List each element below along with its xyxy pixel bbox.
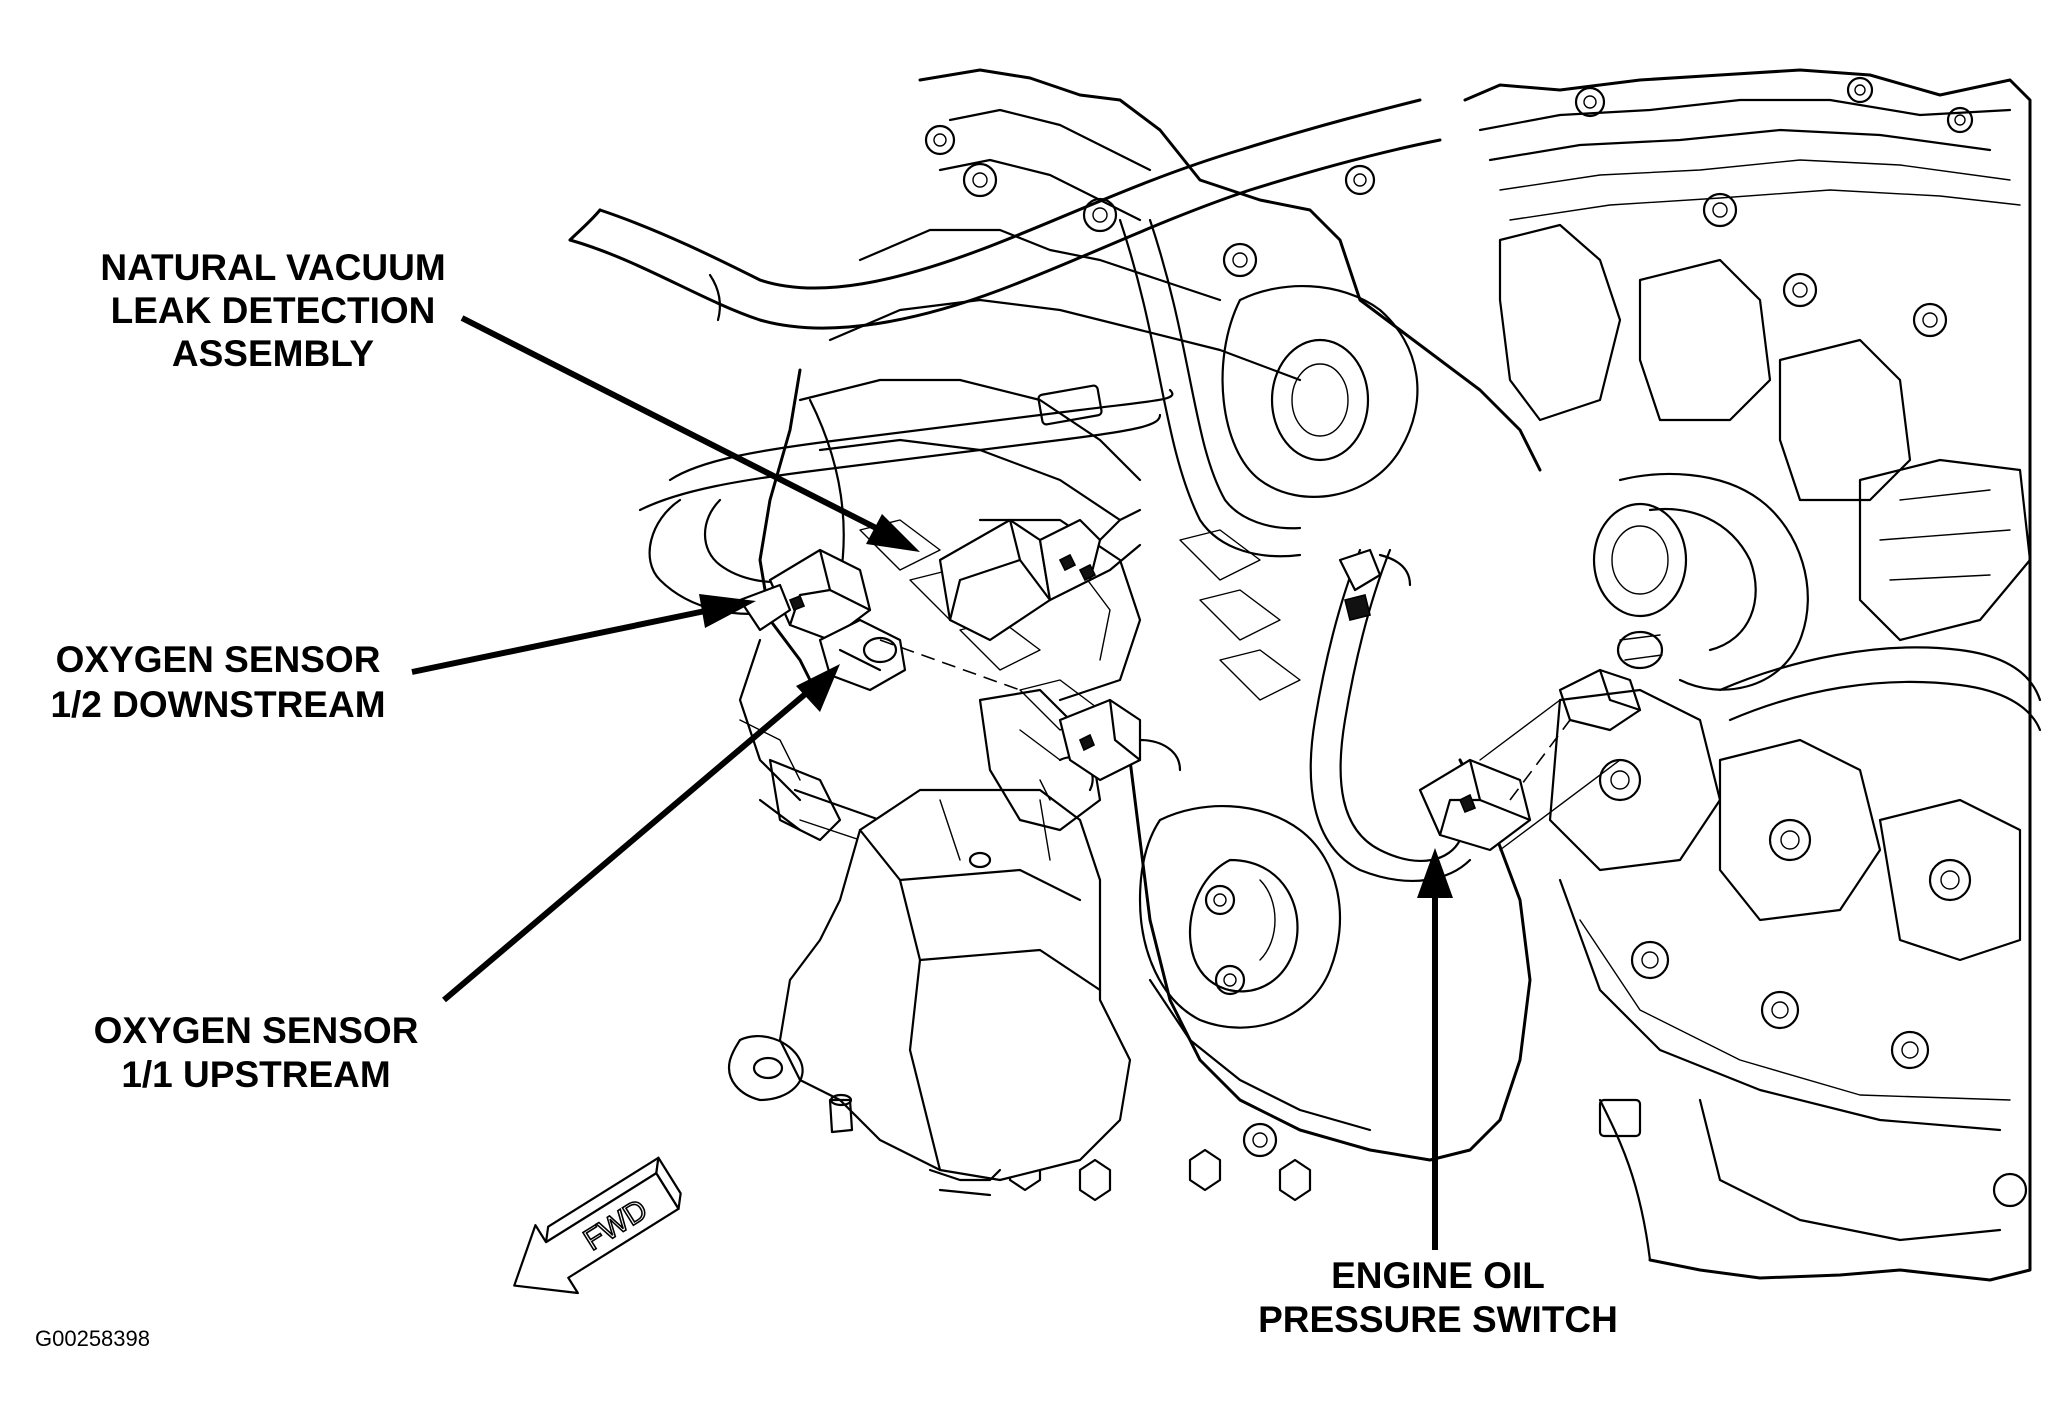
callout-vacuum-leak-line1: NATURAL VACUUM [100,247,445,288]
callout-o2-upstream-line2: 1/1 UPSTREAM [121,1054,390,1095]
o2-downstream-connector [738,548,872,642]
callout-vacuum-leak-line2: LEAK DETECTION [111,290,436,331]
callout-o2-downstream: OXYGEN SENSOR 1/2 DOWNSTREAM [50,639,385,725]
leader-arrows [411,315,1453,1250]
callout-oil-pressure-line1: ENGINE OIL [1331,1255,1545,1296]
callout-o2-downstream-line2: 1/2 DOWNSTREAM [50,684,385,725]
o2-upstream-leader-line [442,687,812,1003]
callout-oil-pressure-line2: PRESSURE SWITCH [1258,1299,1618,1340]
callout-o2-downstream-line1: OXYGEN SENSOR [56,639,381,680]
bracket-connector [1058,698,1182,782]
o2-upstream-arrowhead [796,664,840,712]
callout-o2-upstream: OXYGEN SENSOR 1/1 UPSTREAM [94,1010,419,1095]
callout-o2-upstream-line1: OXYGEN SENSOR [94,1010,419,1051]
nvld-arrowhead [866,514,920,552]
nvld-leader-line [460,315,882,533]
nvld-connector [938,508,1142,642]
oil-pressure-switch [1418,630,1664,852]
o2-downstream-leader-line [411,607,711,675]
o2-downstream-arrowhead [699,594,756,628]
callout-vacuum-leak: NATURAL VACUUM LEAK DETECTION ASSEMBLY [100,247,445,374]
callout-vacuum-leak-line3: ASSEMBLY [172,333,375,374]
harness-clip [1338,548,1382,621]
engine-line-art [568,68,2042,1282]
oil-pressure-arrowhead [1417,848,1453,898]
fwd-arrow-front-face [513,1172,680,1295]
callout-oil-pressure: ENGINE OIL PRESSURE SWITCH [1258,1255,1618,1340]
figure-id: G00258398 [35,1326,150,1351]
fwd-direction-indicator: FWD [513,1156,682,1295]
